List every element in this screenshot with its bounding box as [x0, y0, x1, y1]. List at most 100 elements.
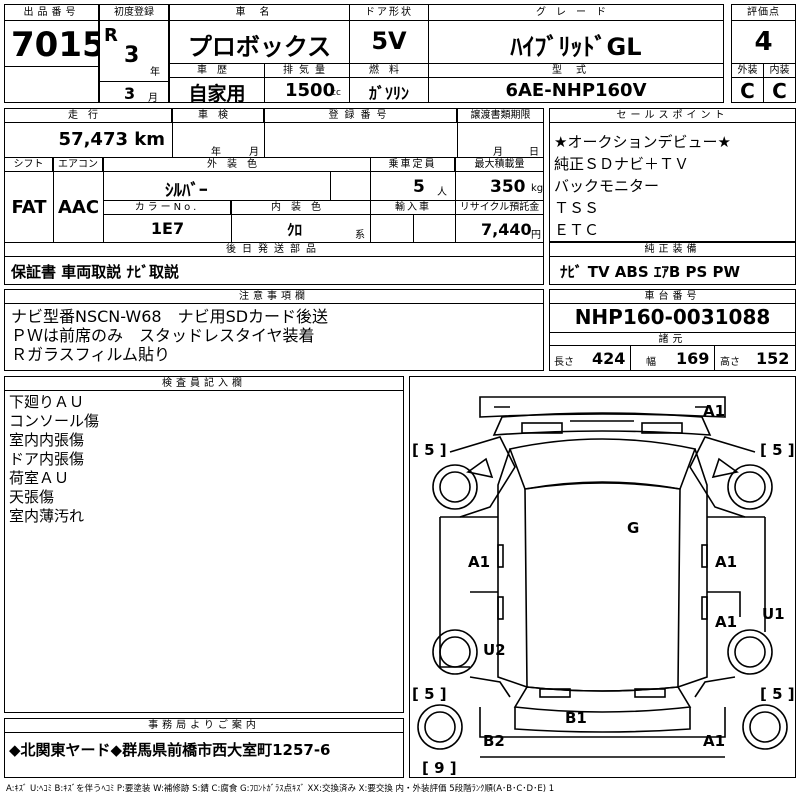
inspector-item: コンソール傷: [9, 412, 100, 430]
notes-list: ナビ型番NSCN-W68 ナビ用SDカード後送 ＰＷは前席のみ スタッドレスタイ…: [11, 307, 328, 364]
chassis-label: 車台番号: [550, 290, 795, 304]
displacement-label: 排気量: [265, 64, 349, 78]
later-parts: 保証書 車両取説 ﾅﾋﾞ取説: [11, 263, 179, 281]
sales-point-item: ＥＴＣ: [554, 221, 600, 239]
mark-spare-bracket: [ 9 ]: [422, 759, 457, 777]
import-label: 輸入車: [371, 201, 455, 215]
inspection-label: 車検: [173, 109, 264, 123]
capacity-label: 乗車定員: [371, 158, 455, 172]
note-item: Ｒガラスフィルム貼り: [11, 345, 171, 364]
sales-point-item: ★オークションデビュー★: [554, 133, 731, 151]
inspector-label: 検査員記入欄: [5, 377, 403, 391]
mark-bottom-left-bracket: [ 5 ]: [412, 685, 447, 703]
car-name-box: 車名 プロボックス: [169, 4, 350, 64]
mark-left-front-door: A1: [468, 553, 490, 571]
capacity-unit: 人: [437, 187, 447, 198]
inspector-item: 荷室ＡＵ: [9, 469, 70, 487]
model-code-label: 型式: [429, 64, 723, 78]
sales-points-label: セールスポイント: [550, 109, 795, 123]
transfer-label: 譲渡書類期限: [458, 109, 543, 123]
genuine-box: 純正装備 ﾅﾋﾞ TV ABS ｴｱB PS PW: [549, 242, 796, 285]
ext-color-label: 外装色: [104, 158, 370, 172]
sales-points-list: ★オークションデビュー★ 純正ＳＤナビ＋ＴＶ バックモニター ＴＳＳ ＥＴＣ: [554, 131, 731, 241]
history-box: 車歴 自家用: [169, 63, 265, 103]
mark-rear-bumper: B1: [565, 709, 587, 727]
color-no-label: カラーNo.: [104, 201, 231, 215]
car-diagram-box: A1 [ 5 ] [ 5 ] G A1 A1 U1 A1 U2 [ 5 ] [ …: [409, 376, 796, 778]
color-no: 1E7: [150, 219, 185, 238]
door: 5V: [371, 27, 407, 55]
sales-points-box: セールスポイント ★オークションデビュー★ 純正ＳＤナビ＋ＴＶ バックモニター …: [549, 108, 796, 242]
notes-label: 注意事項欄: [5, 290, 543, 304]
mark-top-right-bracket: [ 5 ]: [760, 441, 795, 459]
capacity: 5: [413, 177, 425, 197]
recycle-label: リサイクル預託金: [456, 201, 543, 215]
reg-no-label: 登録番号: [265, 109, 457, 123]
inspection-month-unit: 月: [249, 147, 259, 158]
ac: AAC: [57, 197, 100, 218]
mark-right-quarter: U1: [762, 605, 785, 623]
grade-box: グレード ﾊｲﾌﾞﾘｯﾄﾞGL: [428, 4, 724, 64]
car-diagram: A1 [ 5 ] [ 5 ] G A1 A1 U1 A1 U2 [ 5 ] [ …: [412, 396, 795, 777]
exterior-label: 外装: [732, 64, 763, 78]
year-value: 3: [124, 43, 140, 68]
inspection-year-unit: 年: [211, 147, 221, 158]
sales-point-item: ＴＳＳ: [554, 199, 600, 217]
transfer-month-unit: 月: [493, 147, 503, 158]
office-label: 事務局よりご案内: [5, 719, 403, 733]
interior: C: [772, 79, 787, 103]
displacement: 1500: [285, 80, 336, 101]
office-box: 事務局よりご案内 ◆北関東ヤード◆群馬県前橋市西大室町1257-6: [4, 718, 404, 778]
ext-color: ｼﾙﾊﾞｰ: [165, 181, 208, 201]
car-outline: [417, 396, 788, 758]
inspector-list: 下廻りＡＵ コンソール傷 室内内張傷 ドア内張傷 荷室ＡＵ 天張傷 室内薄汚れ: [9, 393, 99, 526]
length-label: 長さ: [554, 357, 574, 368]
max-load-label: 最大積載量: [456, 158, 543, 172]
shift: FAT: [11, 197, 47, 218]
height-label: 高さ: [720, 357, 740, 368]
mileage: 57,473 km: [58, 129, 165, 150]
office-info: ◆北関東ヤード◆群馬県前橋市西大室町1257-6: [9, 741, 331, 759]
note-item: ＰＷは前席のみ スタッドレスタイヤ装着: [11, 326, 315, 345]
displacement-box: 排気量 1500 cc: [264, 63, 350, 103]
inspector-item: ドア内張傷: [9, 450, 85, 468]
era: R: [104, 25, 118, 46]
ac-label: エアコン: [54, 158, 103, 172]
inspector-box: 検査員記入欄 下廻りＡＵ コンソール傷 室内内張傷 ドア内張傷 荷室ＡＵ 天張傷…: [4, 376, 404, 713]
int-color-unit: 系: [355, 230, 365, 241]
chassis-number: NHP160-0031088: [574, 305, 771, 329]
sales-point-item: バックモニター: [554, 177, 660, 195]
mark-rear-right: A1: [703, 732, 725, 750]
month-value: 3: [124, 84, 136, 103]
sales-point-item: 純正ＳＤナビ＋ＴＶ: [554, 155, 690, 173]
width: 169: [676, 349, 710, 368]
mark-right-rear-door: A1: [715, 613, 737, 631]
score-label: 評価点: [732, 6, 795, 21]
max-load-unit: kg: [531, 183, 544, 194]
int-color: ｸﾛ: [287, 221, 303, 239]
interior-label: 内装: [764, 64, 795, 78]
fuel: ｶﾞｿﾘﾝ: [368, 84, 409, 103]
door-label: ドア形状: [350, 6, 428, 21]
fuel-box: 燃料 ｶﾞｿﾘﾝ: [349, 63, 429, 103]
mark-right-front-door: A1: [715, 553, 737, 571]
int-color-label: 内装色: [232, 201, 370, 215]
mark-bottom-right-bracket: [ 5 ]: [760, 685, 795, 703]
dims-label: 諸元: [550, 332, 795, 346]
door-box: ドア形状 5V: [349, 4, 429, 64]
specs-block: 走行 57,473 km 車検 年 月 登録番号 譲渡書類期限 月 日 シフト …: [4, 108, 544, 285]
inspector-item: 室内内張傷: [9, 431, 85, 449]
exterior: C: [740, 79, 755, 103]
inspector-item: 下廻りＡＵ: [9, 393, 85, 411]
interior-box: 内装 C: [763, 63, 796, 103]
model-code: 6AE-NHP160V: [505, 80, 647, 101]
model-code-box: 型式 6AE-NHP160V: [428, 63, 724, 103]
notes-box: 注意事項欄 ナビ型番NSCN-W68 ナビ用SDカード後送 ＰＷは前席のみ スタ…: [4, 289, 544, 371]
first-reg-label: 初度登録: [100, 6, 168, 21]
exterior-box: 外装 C: [731, 63, 764, 103]
later-parts-label: 後日発送部品: [5, 243, 543, 257]
mark-top-left-bracket: [ 5 ]: [412, 441, 447, 459]
shift-label: シフト: [5, 158, 53, 172]
year-unit: 年: [150, 67, 160, 78]
mark-rear-left: B2: [483, 732, 505, 750]
